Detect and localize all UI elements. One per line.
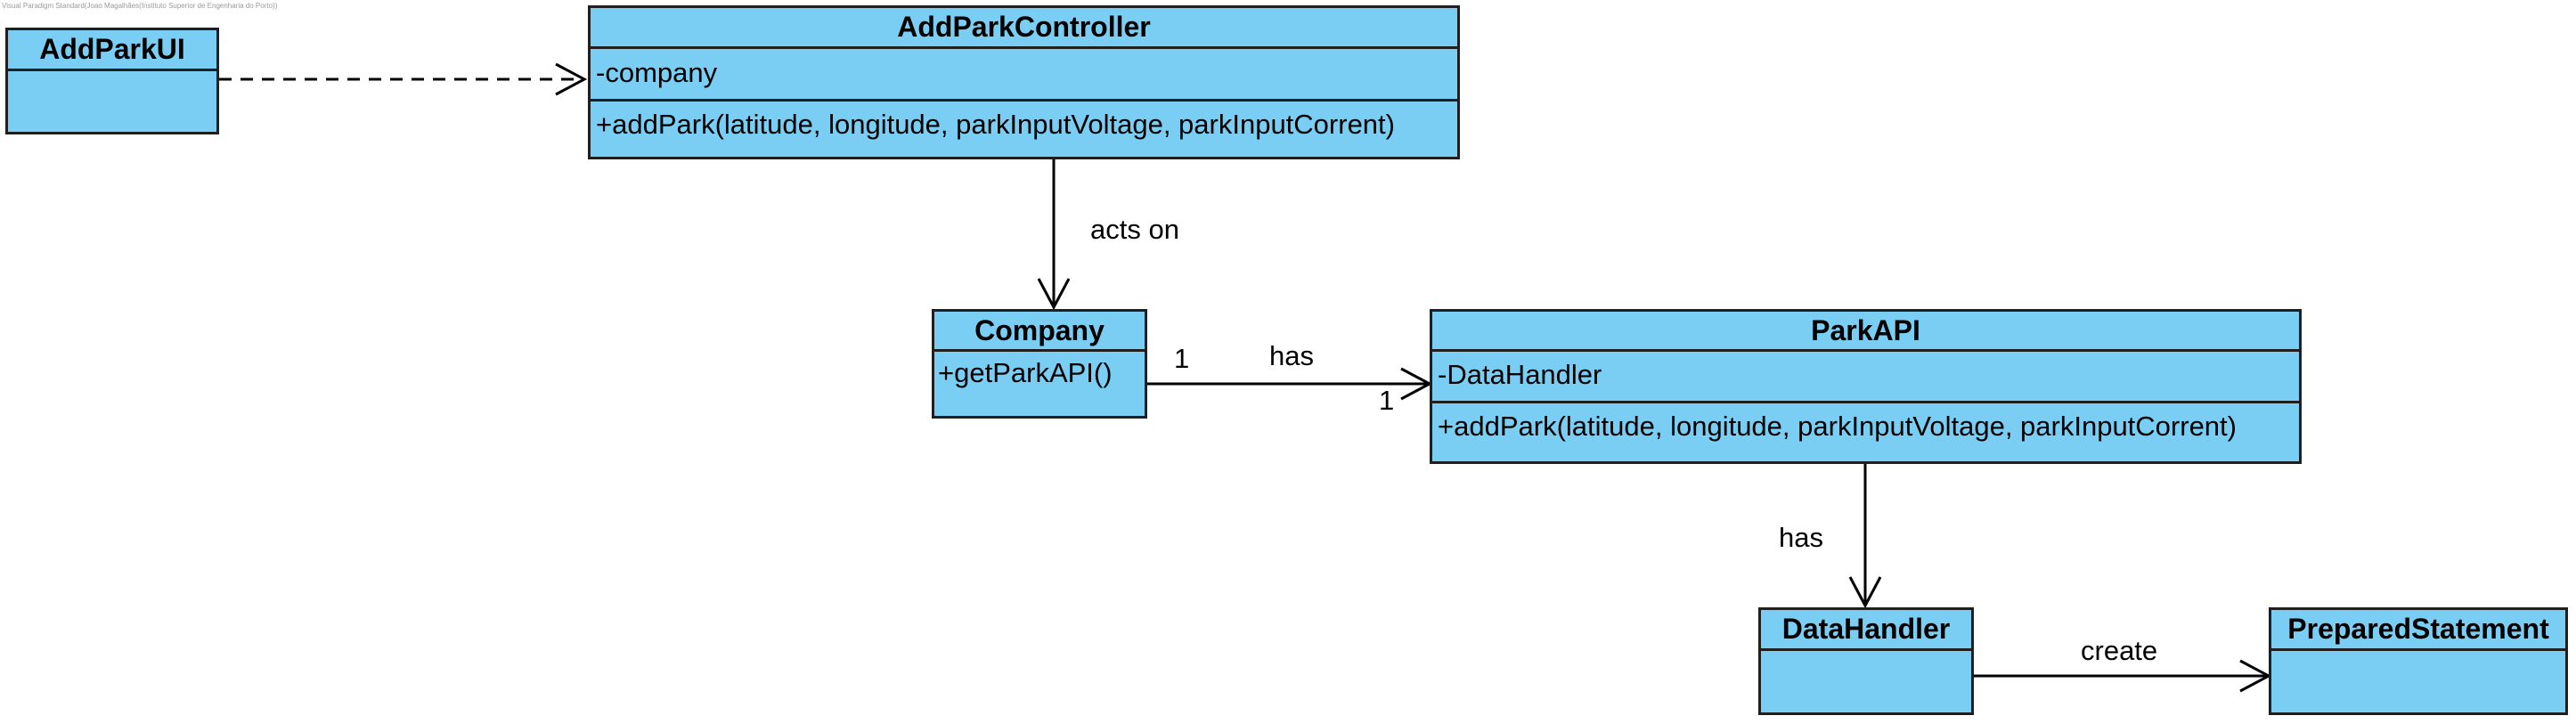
attribute-datahandler: -DataHandler <box>1432 352 2299 403</box>
source-multiplicity: 1 <box>1174 343 1190 374</box>
acts-on-label: acts on <box>1090 214 1179 245</box>
class-name: ParkAPI <box>1432 312 2299 352</box>
class-name: AddParkUI <box>8 30 216 71</box>
class-name: AddParkController <box>591 8 1457 49</box>
target-multiplicity: 1 <box>1379 385 1395 416</box>
class-company[interactable]: Company +getParkAPI() <box>932 309 1147 419</box>
operation-addpark: +addPark(latitude, longitude, parkInputV… <box>1438 411 2237 442</box>
class-name: PreparedStatement <box>2271 610 2565 651</box>
class-name: DataHandler <box>1761 610 1971 651</box>
acts-on-arrowhead <box>1037 278 1071 311</box>
class-preparedstatement[interactable]: PreparedStatement <box>2269 607 2568 715</box>
class-addparkui[interactable]: AddParkUI <box>5 28 219 134</box>
attribute-company: -company <box>591 49 1457 102</box>
parkapi-datahandler-label: has <box>1779 522 1823 553</box>
parkapi-datahandler-arrowhead <box>1848 576 1882 609</box>
class-addparkcontroller[interactable]: AddParkController -company +addPark(lati… <box>588 5 1460 159</box>
class-datahandler[interactable]: DataHandler <box>1758 607 1974 715</box>
operation-getparkapi: +getParkAPI() <box>938 357 1113 388</box>
class-name: Company <box>934 312 1145 352</box>
dependency-arrowhead <box>555 62 588 96</box>
company-parkapi-label: has <box>1269 340 1314 371</box>
operation-addpark: +addPark(latitude, longitude, parkInputV… <box>596 109 1395 140</box>
watermark-text: Visual Paradigm Standard(Joao Magalhães(… <box>2 2 278 10</box>
class-parkapi[interactable]: ParkAPI -DataHandler +addPark(latitude, … <box>1430 309 2302 464</box>
create-label: create <box>2081 635 2158 666</box>
